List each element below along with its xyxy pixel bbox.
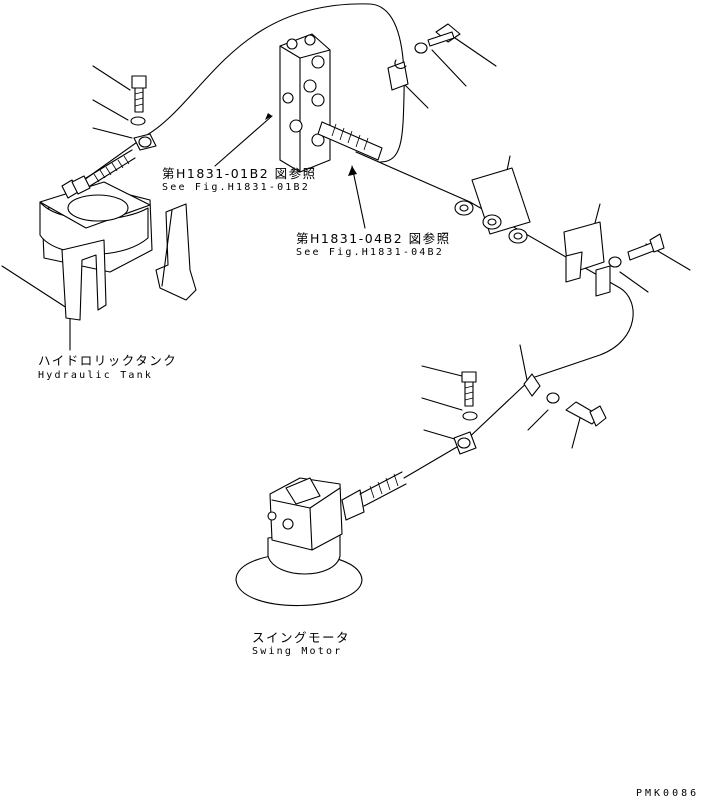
ref-fig-01b2-label-en: See Fig.H1831-01B2 — [162, 182, 310, 193]
hydraulic-tank-label-en: Hydraulic Tank — [38, 370, 154, 381]
swing-motor — [235, 471, 407, 607]
drain-hose-top — [146, 3, 405, 163]
swing-motor-label-jp: スイングモータ — [252, 630, 351, 645]
leader-lines — [1, 37, 691, 449]
bracket-group — [563, 221, 665, 297]
swing-motor-label-en: Swing Motor — [252, 646, 343, 657]
ref-fig-01b2-label-jp: 第H1831-01B2 図参照 — [162, 166, 317, 181]
lower-left-clamp-group — [453, 371, 478, 455]
ref-fig-04b2-label-jp: 第H1831-04B2 図参照 — [296, 231, 451, 246]
ref-fig-04b2-label-en: See Fig.H1831-04B2 — [296, 247, 444, 258]
valve-block — [279, 33, 383, 173]
drawing-code: PMK0086 — [636, 788, 700, 799]
upper-clamp-group — [387, 23, 461, 91]
lower-clamp-group — [523, 373, 607, 427]
hose-valve-to-clamps — [355, 151, 634, 379]
grommet-group — [454, 167, 531, 244]
hydraulic-tank-label-jp: ハイドロリックタンク — [38, 353, 178, 368]
hydraulic-tank — [39, 75, 197, 321]
